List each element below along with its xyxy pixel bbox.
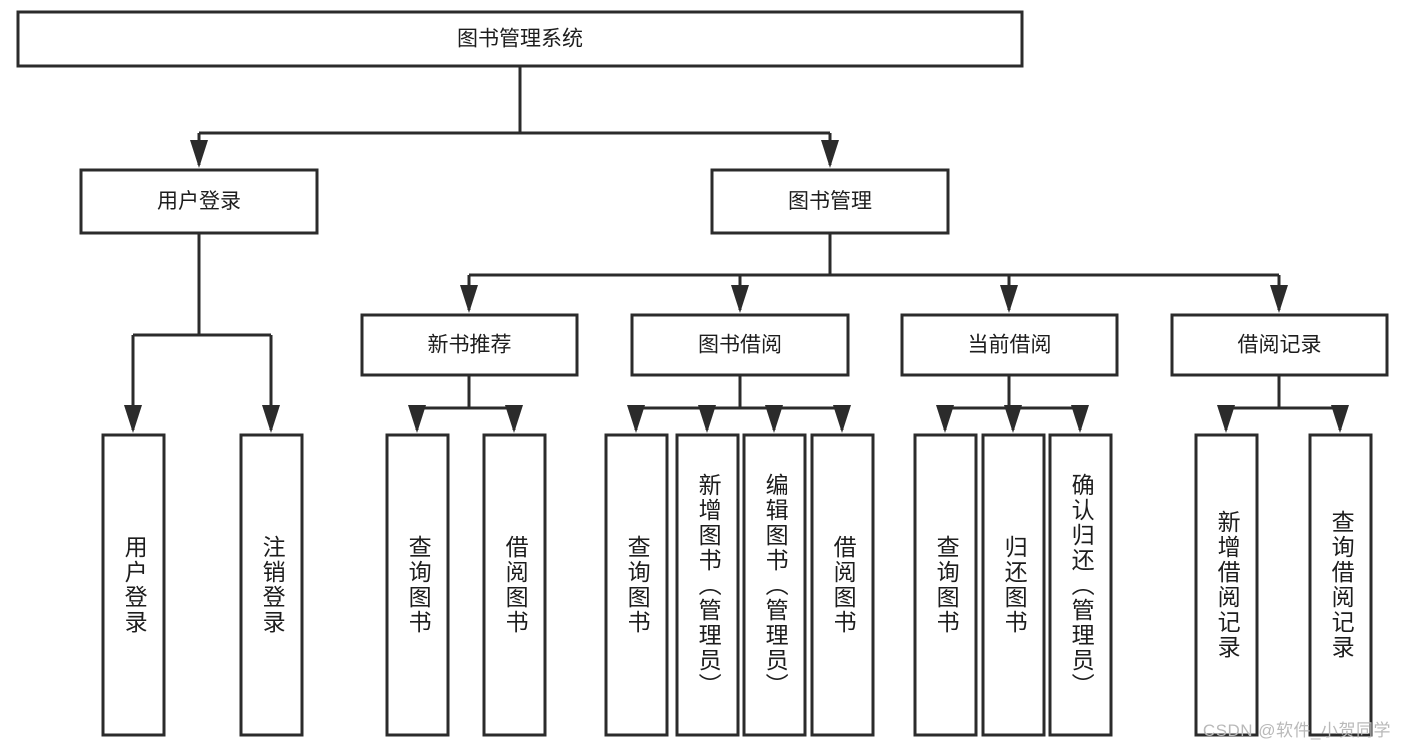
arrow-head-icon bbox=[936, 405, 954, 433]
arrow-head-icon bbox=[408, 405, 426, 433]
arrow-head-icon bbox=[627, 405, 645, 433]
leaf-node-5-box[interactable] bbox=[675, 433, 740, 737]
arrow-head-icon bbox=[821, 140, 839, 168]
root-node-label: 图书管理系统 bbox=[457, 28, 583, 51]
arrow-head-icon bbox=[765, 405, 783, 433]
arrow-head-icon bbox=[1270, 285, 1288, 313]
leaf-node-3-box[interactable] bbox=[482, 433, 547, 737]
connector-layer bbox=[124, 66, 1349, 433]
leaf-node-11-box[interactable] bbox=[1194, 433, 1259, 737]
leaf-node-9-box[interactable] bbox=[981, 433, 1046, 737]
level2-node-1-box[interactable] bbox=[710, 168, 950, 235]
level2-node-0-label: 用户登录 bbox=[157, 190, 241, 213]
level2-node-1-label: 图书管理 bbox=[788, 190, 872, 213]
node-box-layer bbox=[16, 10, 1389, 737]
level3-node-0-label: 新书推荐 bbox=[428, 334, 512, 357]
leaf-node-0-box[interactable] bbox=[101, 433, 166, 737]
level3-node-0-box[interactable] bbox=[360, 313, 579, 377]
watermark-text: CSDN @软件_小贺同学 bbox=[1202, 721, 1391, 740]
arrow-head-icon bbox=[190, 140, 208, 168]
level3-node-2-box[interactable] bbox=[900, 313, 1119, 377]
arrow-head-icon bbox=[731, 285, 749, 313]
arrow-head-icon bbox=[698, 405, 716, 433]
arrow-head-icon bbox=[262, 405, 280, 433]
leaf-node-8-box[interactable] bbox=[913, 433, 978, 737]
leaf-node-2-box[interactable] bbox=[385, 433, 450, 737]
arrow-head-icon bbox=[1071, 405, 1089, 433]
arrow-head-icon bbox=[1004, 405, 1022, 433]
level2-node-0-box[interactable] bbox=[79, 168, 319, 235]
arrow-head-icon bbox=[505, 405, 523, 433]
leaf-node-7-box[interactable] bbox=[810, 433, 875, 737]
arrow-head-icon bbox=[1217, 405, 1235, 433]
level3-node-3-box[interactable] bbox=[1170, 313, 1389, 377]
arrow-head-icon bbox=[124, 405, 142, 433]
level3-node-1-label: 图书借阅 bbox=[698, 334, 782, 357]
arrow-head-icon bbox=[460, 285, 478, 313]
leaf-node-12-box[interactable] bbox=[1308, 433, 1373, 737]
leaf-node-4-box[interactable] bbox=[604, 433, 669, 737]
root-node-box[interactable] bbox=[16, 10, 1024, 68]
leaf-node-6-box[interactable] bbox=[742, 433, 807, 737]
arrow-head-icon bbox=[833, 405, 851, 433]
arrow-head-icon bbox=[1000, 285, 1018, 313]
level3-node-2-label: 当前借阅 bbox=[968, 334, 1052, 357]
leaf-node-10-box[interactable] bbox=[1048, 433, 1113, 737]
level3-node-3-label: 借阅记录 bbox=[1238, 334, 1322, 357]
leaf-node-1-box[interactable] bbox=[239, 433, 304, 737]
arrow-head-icon bbox=[1331, 405, 1349, 433]
level3-node-1-box[interactable] bbox=[630, 313, 850, 377]
